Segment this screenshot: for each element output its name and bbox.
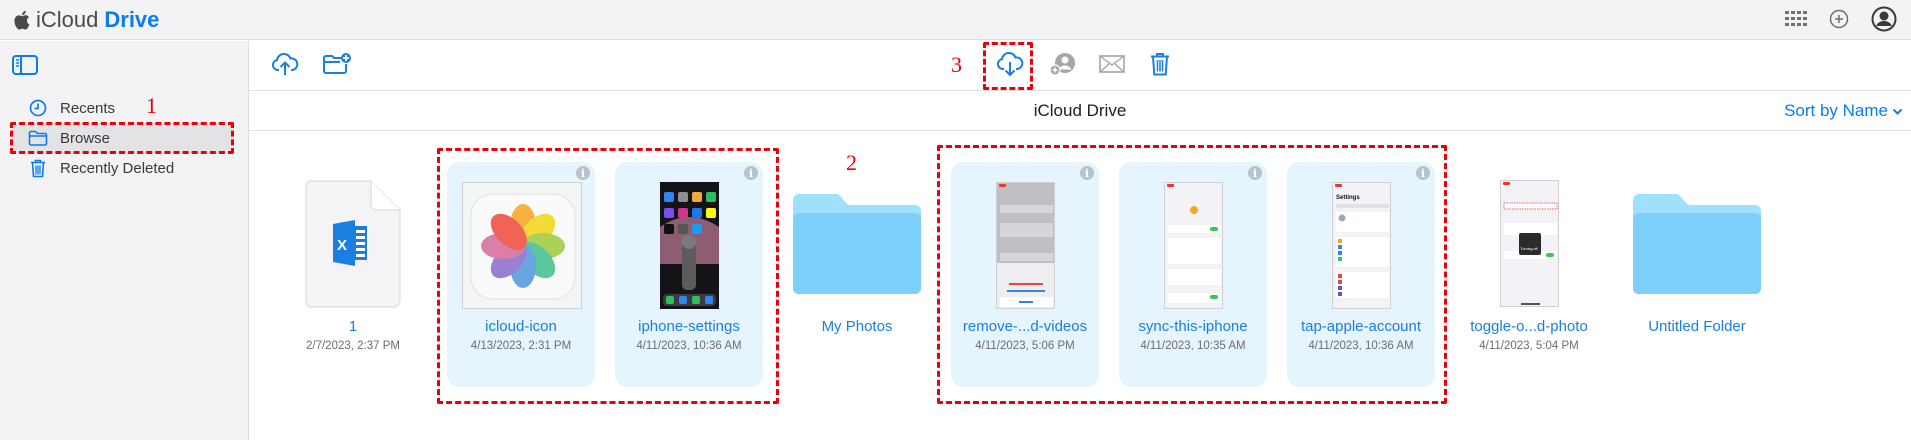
chevron-down-icon xyxy=(1892,101,1903,121)
info-icon[interactable]: i xyxy=(1080,166,1094,180)
excel-document-icon: X xyxy=(305,180,401,308)
sidebar-item-browse[interactable]: Browse xyxy=(12,123,232,153)
file-item-toggle-photo[interactable]: Turning off xyxy=(1455,162,1603,387)
file-name[interactable]: 1 xyxy=(348,318,358,335)
folder-icon xyxy=(28,128,48,148)
annotation-box-selection-b xyxy=(937,145,1447,404)
add-circle-icon[interactable] xyxy=(1829,9,1849,34)
file-date: 2/7/2023, 2:37 PM xyxy=(306,340,400,352)
sidebar-item-recents[interactable]: Recents xyxy=(12,93,232,123)
apple-logo-icon xyxy=(14,10,30,30)
trash-icon xyxy=(28,158,48,178)
mail-icon xyxy=(1099,54,1125,78)
file-date: 4/11/2023, 10:35 AM xyxy=(1140,340,1246,352)
new-folder-button[interactable] xyxy=(321,51,353,81)
account-icon[interactable] xyxy=(1871,6,1897,37)
file-date: 4/11/2023, 10:36 AM xyxy=(1308,340,1414,352)
photos-thumbnail xyxy=(462,182,582,309)
file-name[interactable]: My Photos xyxy=(821,318,893,335)
info-icon[interactable]: i xyxy=(744,166,758,180)
toolbar xyxy=(249,41,1911,91)
top-bar: iCloud Drive xyxy=(0,0,1911,40)
page-title: iCloud Drive xyxy=(1033,101,1127,120)
share-button[interactable] xyxy=(1047,51,1079,81)
thumb-turning-off-text: Turning off xyxy=(1521,247,1538,251)
screenshot-thumbnail: Turning off xyxy=(1500,180,1559,307)
subheader: iCloud Drive Sort by Name xyxy=(249,91,1911,131)
sync-screenshot-image xyxy=(1165,183,1222,308)
file-item-excel[interactable]: X xyxy=(268,170,438,370)
sidebar-item-label: Recently Deleted xyxy=(60,159,175,177)
app-section: Drive xyxy=(104,7,160,32)
email-button[interactable] xyxy=(1096,51,1128,81)
annotation-step-3: 3 xyxy=(951,52,962,77)
file-date: 4/11/2023, 5:06 PM xyxy=(975,340,1075,352)
file-item-iphone-settings[interactable] xyxy=(615,162,763,387)
file-name[interactable]: toggle-o...d-photo xyxy=(1470,318,1588,335)
folder-icon xyxy=(1633,194,1761,294)
file-item-sync-this-iphone[interactable] xyxy=(1119,162,1267,387)
sidebar: Recents Browse Recently Deleted xyxy=(0,41,249,440)
info-icon[interactable]: i xyxy=(1248,166,1262,180)
settings-app-screenshot-image: Settings xyxy=(1333,183,1390,308)
sidebar-item-label: Browse xyxy=(60,129,111,147)
annotation-box-selection-a xyxy=(437,148,779,404)
screenshot-thumbnail: Settings xyxy=(1332,182,1391,309)
clock-icon xyxy=(28,98,48,118)
trash-icon xyxy=(1150,52,1170,81)
app-grid-icon[interactable] xyxy=(1785,11,1807,32)
file-name[interactable]: tap-apple-account xyxy=(1300,318,1422,335)
annotation-step-1: 1 xyxy=(146,93,157,118)
file-item-remove-videos[interactable] xyxy=(951,162,1099,387)
folder-item-untitled[interactable] xyxy=(1633,194,1761,294)
iphone-homescreen-thumbnail xyxy=(660,182,719,309)
annotation-box-browse xyxy=(10,122,234,154)
file-name[interactable]: icloud-icon xyxy=(485,318,557,335)
add-person-icon xyxy=(1049,52,1077,81)
photos-flower-icon xyxy=(470,193,576,300)
annotation-step-2: 2 xyxy=(846,150,857,175)
sort-label: Sort by Name xyxy=(1784,101,1888,120)
file-date: 4/13/2023, 2:31 PM xyxy=(470,340,572,352)
upload-button[interactable] xyxy=(269,51,301,81)
file-name[interactable]: iphone-settings xyxy=(638,318,740,335)
sort-button[interactable]: Sort by Name xyxy=(1784,101,1903,121)
file-name[interactable]: remove-...d-videos xyxy=(962,318,1088,335)
sidebar-item-label: Recents xyxy=(60,99,116,117)
app-brand[interactable]: iCloud Drive xyxy=(13,7,159,33)
file-item-tap-apple-account[interactable]: Settings xyxy=(1287,162,1435,387)
folder-plus-icon xyxy=(322,52,352,80)
file-name[interactable]: sync-this-iphone xyxy=(1138,318,1248,335)
screenshot-thumbnail xyxy=(1164,182,1223,309)
file-date: 4/11/2023, 5:04 PM xyxy=(1479,340,1579,352)
settings-screenshot-image xyxy=(997,183,1054,308)
sidebar-item-recently-deleted[interactable]: Recently Deleted xyxy=(12,153,232,183)
app-name: iCloud xyxy=(36,7,99,32)
screenshot-thumbnail xyxy=(996,182,1055,309)
cloud-download-icon xyxy=(996,51,1024,82)
thumb-settings-title: Settings xyxy=(1336,195,1360,201)
cloud-upload-icon xyxy=(271,52,299,81)
folder-icon xyxy=(793,194,921,294)
svg-text:X: X xyxy=(337,237,347,254)
folder-item-my-photos[interactable] xyxy=(793,194,921,294)
annotation-box-download xyxy=(983,42,1033,90)
download-button[interactable] xyxy=(994,51,1026,81)
toggle-screenshot-image: Turning off xyxy=(1501,181,1558,306)
file-name[interactable]: Untitled Folder xyxy=(1648,318,1746,335)
info-icon[interactable]: i xyxy=(576,166,590,180)
sidebar-toggle-icon[interactable] xyxy=(12,55,38,80)
homescreen-image xyxy=(660,182,719,309)
file-date: 4/11/2023, 10:36 AM xyxy=(636,340,742,352)
delete-button[interactable] xyxy=(1144,51,1176,81)
info-icon[interactable]: i xyxy=(1416,166,1430,180)
file-item-icloud-icon[interactable] xyxy=(447,162,595,387)
